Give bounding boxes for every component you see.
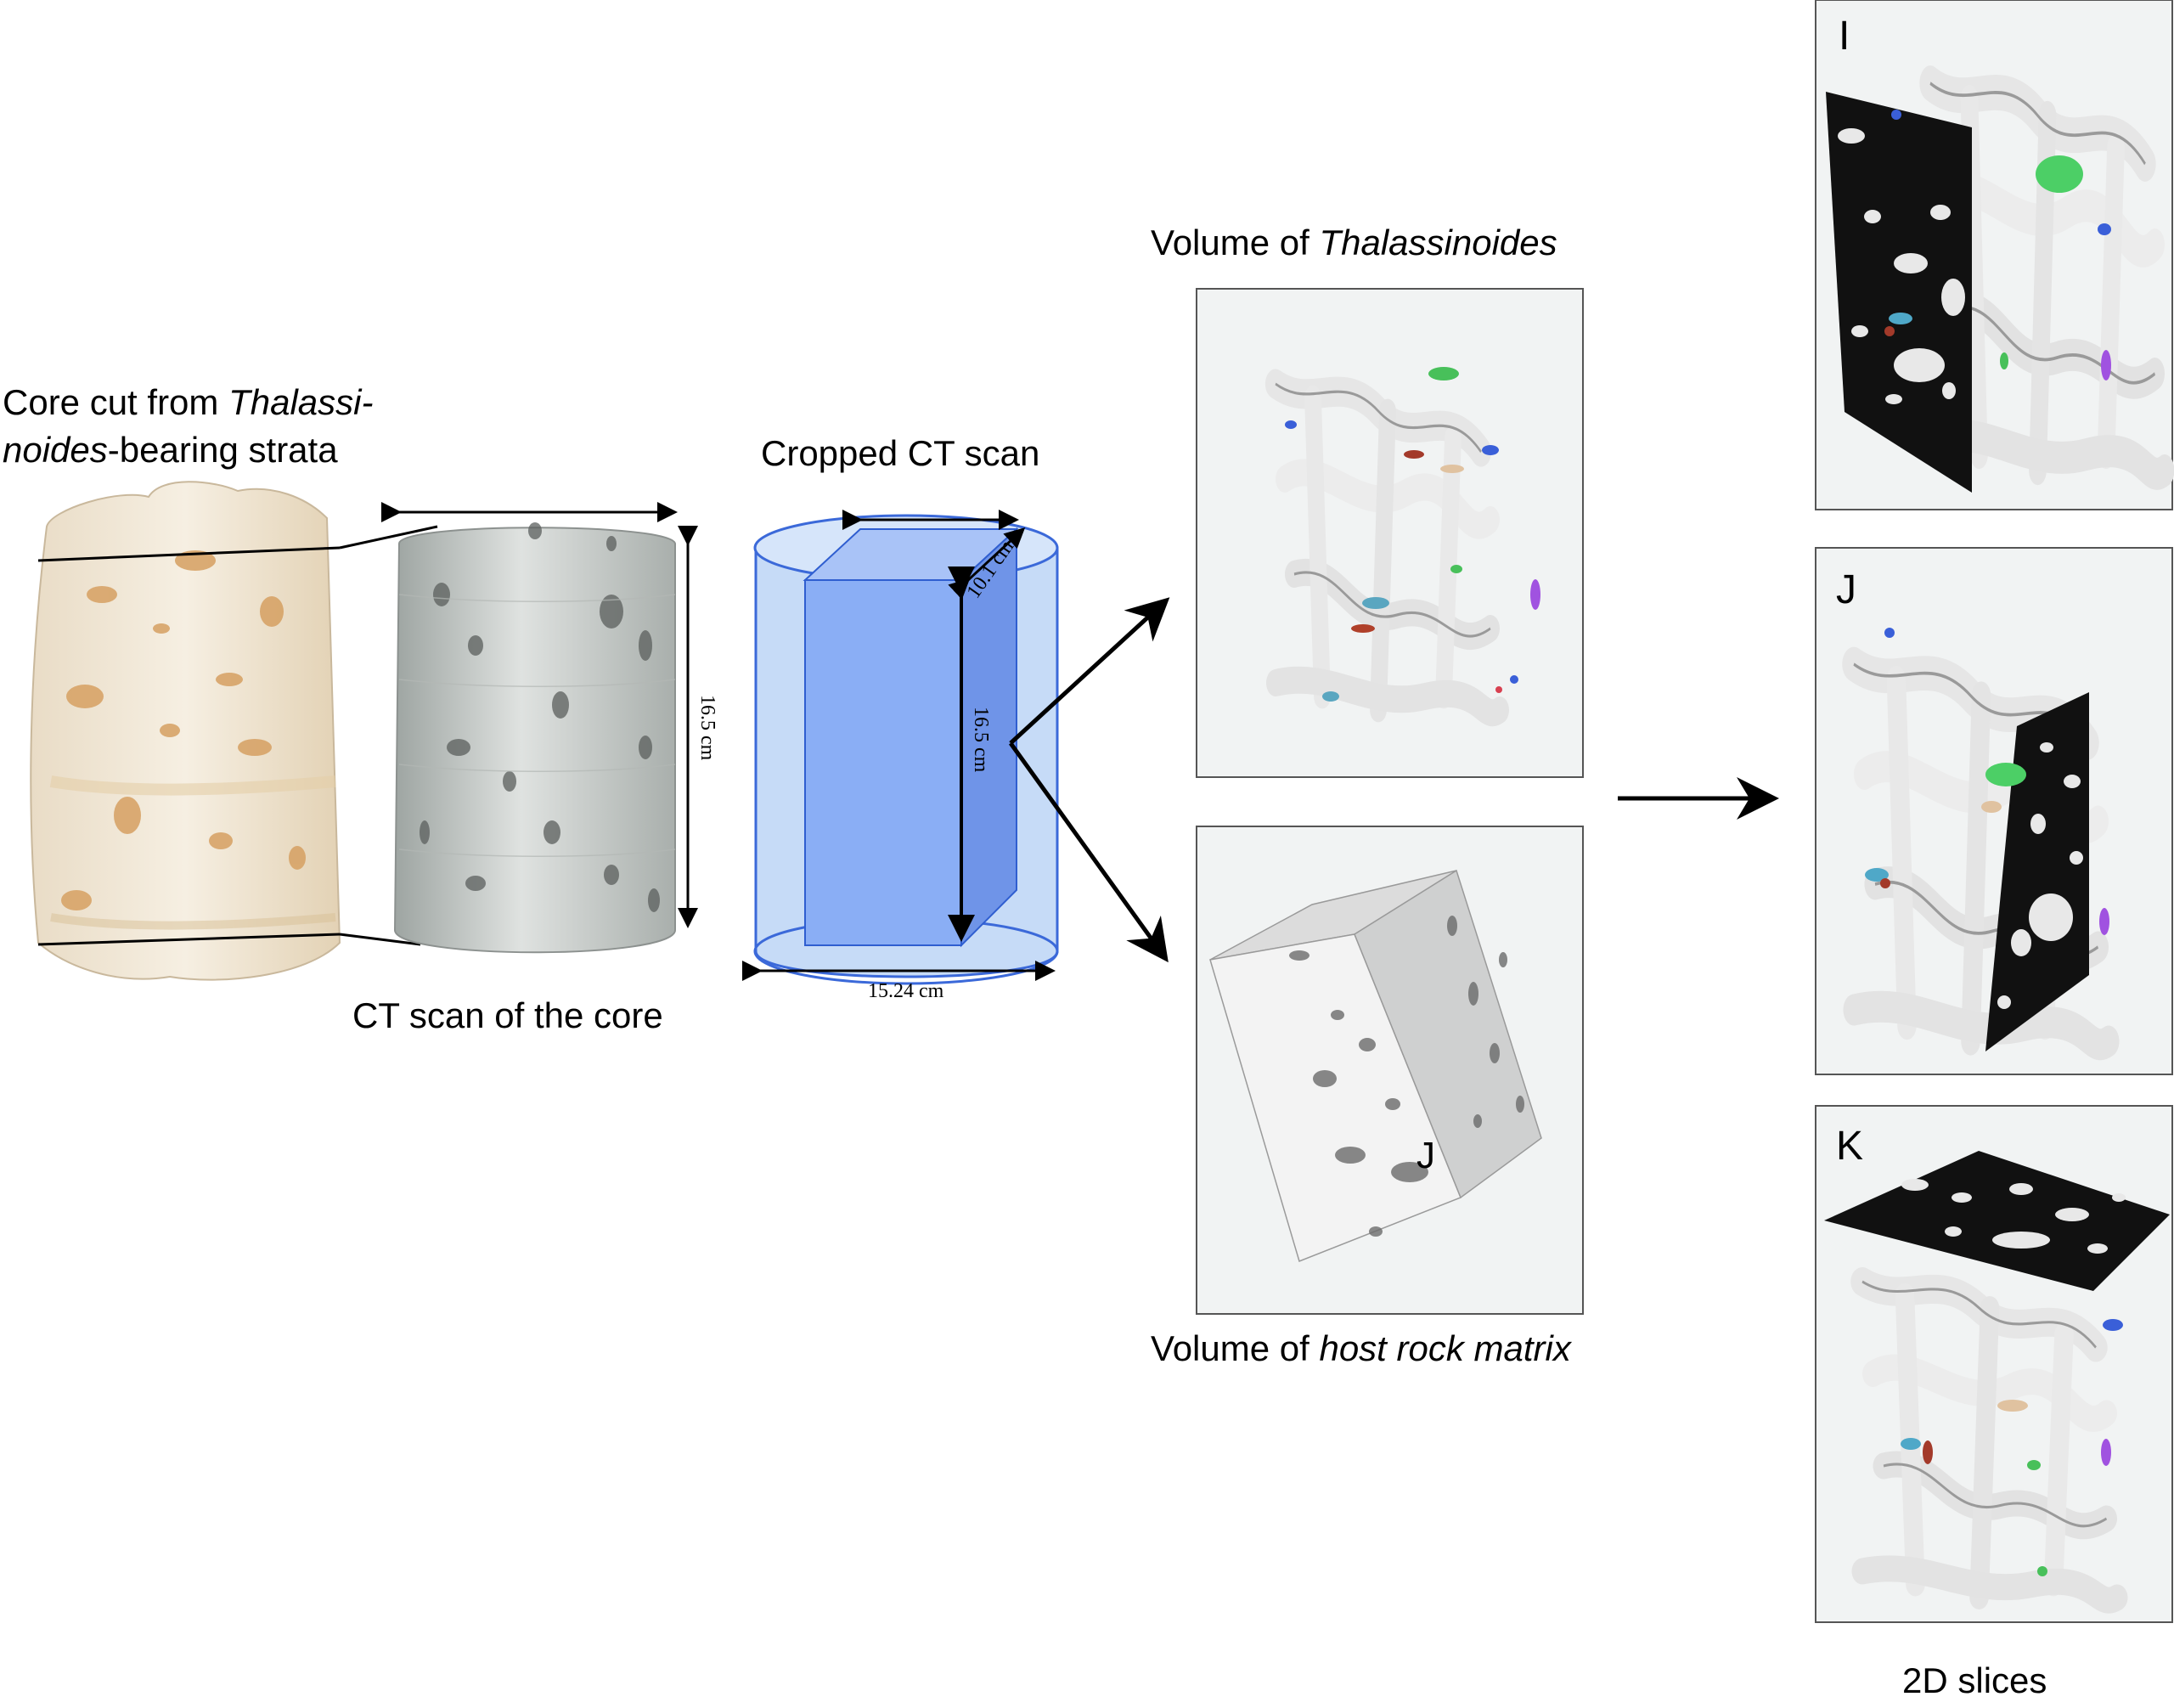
core-to-ct-connectors bbox=[37, 525, 438, 946]
slice-panel-k: K bbox=[1815, 1105, 2173, 1623]
ct-caption: CT scan of the core bbox=[352, 995, 663, 1035]
cropped-width-label: 15.24 cm bbox=[868, 980, 944, 1002]
core-photo bbox=[30, 481, 341, 981]
slice-panel-j: J bbox=[1815, 547, 2173, 1075]
slice-panel-i-letter: I bbox=[1839, 14, 1850, 59]
slice-panel-k-letter: K bbox=[1836, 1124, 1863, 1169]
volume-thalassinoides-caption: Volume of Thalassinoides bbox=[1151, 223, 1557, 262]
slices-caption: 2D slices bbox=[1902, 1660, 2047, 1700]
ct-height-dimension: 16.5 cm bbox=[678, 526, 718, 928]
cropped-caption: Cropped CT scan bbox=[761, 433, 1039, 473]
cropped-prism bbox=[803, 527, 1019, 948]
host-panel-letter: J bbox=[1416, 1135, 1435, 1176]
host-rock-panel: J bbox=[1196, 826, 1584, 1315]
slice-panel-i: I bbox=[1815, 0, 2172, 510]
ct-height-label: 16.5 cm bbox=[696, 695, 718, 761]
split-arrows bbox=[1008, 597, 1170, 963]
volume-host-caption: Volume of host rock matrix bbox=[1151, 1328, 1573, 1368]
core-caption-line1: Core cut from Thalassi- bbox=[3, 382, 373, 422]
thalassinoides-panel bbox=[1196, 288, 1584, 778]
ct-scan-cylinder bbox=[393, 522, 676, 954]
slice-panel-j-letter: J bbox=[1836, 567, 1856, 612]
cropped-height-label: 16.5 cm bbox=[970, 707, 992, 773]
core-caption-line2: noides-bearing strata bbox=[3, 430, 338, 470]
